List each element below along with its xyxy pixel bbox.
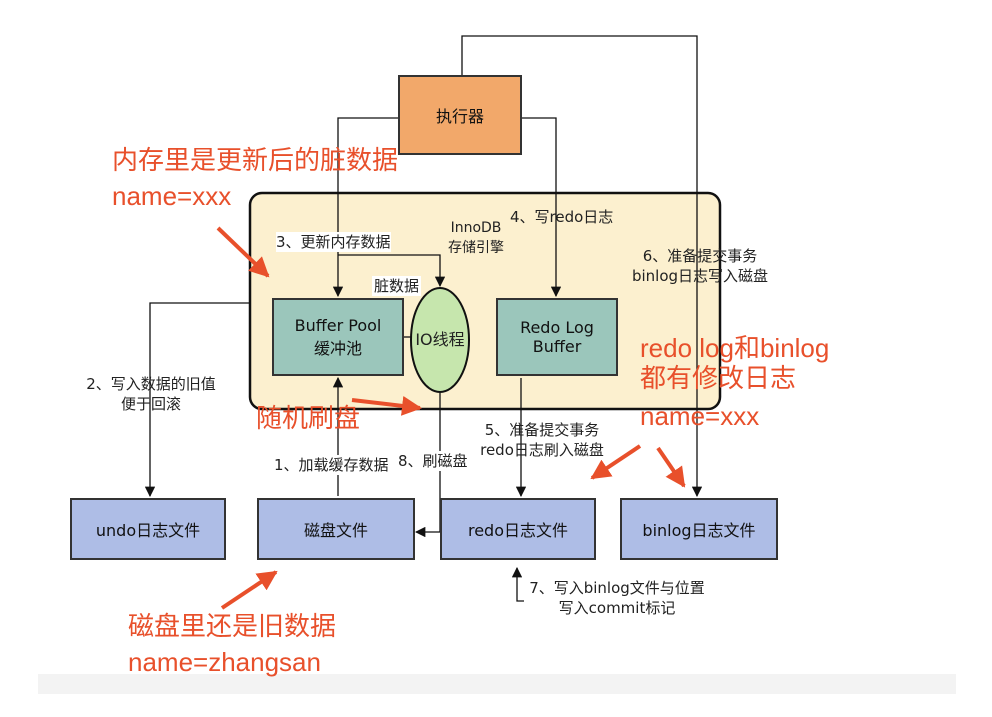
step2-line2: 便于回滚 bbox=[120, 395, 181, 413]
buffer-pool-box: Buffer Pool 缓冲池 bbox=[272, 298, 404, 376]
innodb-label-line1: InnoDB bbox=[450, 220, 502, 236]
undo-file-label: undo日志文件 bbox=[95, 521, 201, 540]
executor-box: 执行器 bbox=[398, 75, 522, 155]
step5-line1: 5、准备提交事务 bbox=[484, 421, 600, 439]
disk-file-label: 磁盘文件 bbox=[303, 521, 368, 540]
io-thread-circle bbox=[410, 287, 470, 393]
redo-log-buffer-sublabel: Buffer bbox=[532, 337, 582, 356]
red-arrow-binlog bbox=[656, 446, 686, 488]
executor-label: 执行器 bbox=[435, 107, 484, 126]
step5-line2: redo日志刷入磁盘 bbox=[480, 441, 604, 459]
red-arrow-memory bbox=[216, 226, 270, 278]
step3-label: 3、更新内存数据 bbox=[276, 232, 391, 252]
redo-binlog-line1: redo log和binlog bbox=[640, 333, 830, 363]
dirty-data-label: 脏数据 bbox=[372, 276, 422, 296]
memory-annotation-line2: name=xxx bbox=[112, 180, 232, 211]
innodb-label: InnoDB 存储引擎 bbox=[436, 218, 516, 258]
arrow-step4 bbox=[522, 117, 562, 298]
step6-label: 6、准备提交事务 binlog日志写入磁盘 bbox=[630, 246, 770, 286]
disk-annotation: 磁盘里还是旧数据 name=zhangsan bbox=[128, 611, 337, 678]
arrow-step2 bbox=[144, 302, 250, 498]
redo-binlog-line3: name=xxx bbox=[640, 400, 760, 431]
arrow-step7 bbox=[511, 566, 524, 602]
step6-line2: binlog日志写入磁盘 bbox=[631, 267, 769, 285]
step1-label: 1、加载缓存数据 bbox=[274, 455, 389, 475]
disk-file-box: 磁盘文件 bbox=[257, 498, 415, 560]
redo-binlog-annotation: redo log和binlog 都有修改日志 name=xxx bbox=[640, 333, 830, 432]
innodb-label-line2: 存储引擎 bbox=[448, 240, 504, 256]
step6-line1: 6、准备提交事务 bbox=[642, 247, 758, 265]
redo-binlog-line2: 都有修改日志 bbox=[640, 362, 797, 393]
memory-annotation-line1: 内存里是更新后的脏数据 bbox=[112, 145, 399, 175]
buffer-pool-sublabel: 缓冲池 bbox=[313, 338, 362, 358]
binlog-file-box: binlog日志文件 bbox=[620, 498, 778, 560]
binlog-file-label: binlog日志文件 bbox=[642, 521, 756, 540]
io-thread-label: IO线程 bbox=[415, 330, 465, 349]
memory-annotation: 内存里是更新后的脏数据 name=xxx bbox=[112, 145, 399, 212]
disk-annotation-line2: name=zhangsan bbox=[128, 646, 321, 677]
red-arrow-random-flush bbox=[351, 395, 422, 416]
red-arrow-disk bbox=[220, 570, 278, 610]
step8-label: 8、刷磁盘 bbox=[398, 451, 468, 471]
step7-line2: 写入commit标记 bbox=[558, 599, 676, 617]
buffer-pool-label: Buffer Pool bbox=[294, 315, 382, 335]
step2-line1: 2、写入数据的旧值 bbox=[86, 375, 216, 393]
step2-label: 2、写入数据的旧值 便于回滚 bbox=[70, 374, 232, 414]
redo-file-box: redo日志文件 bbox=[440, 498, 596, 560]
redo-log-buffer-box: Redo Log Buffer bbox=[496, 298, 618, 376]
step5-label: 5、准备提交事务 redo日志刷入磁盘 bbox=[470, 420, 614, 460]
arrow-dirty bbox=[338, 254, 446, 288]
arrow-step6 bbox=[461, 35, 703, 498]
step4-label: 4、写redo日志 bbox=[510, 208, 614, 226]
redo-file-label: redo日志文件 bbox=[467, 521, 569, 540]
redo-log-buffer-label: Redo Log bbox=[520, 318, 594, 337]
step7-line1: 7、写入binlog文件与位置 bbox=[529, 579, 705, 597]
step7-label: 7、写入binlog文件与位置 写入commit标记 bbox=[524, 578, 710, 618]
random-flush-annotation: 随机刷盘 bbox=[256, 403, 361, 433]
bottom-strip bbox=[38, 674, 956, 694]
red-arrow-redo bbox=[590, 444, 642, 480]
disk-annotation-line1: 磁盘里还是旧数据 bbox=[128, 611, 337, 641]
undo-file-box: undo日志文件 bbox=[70, 498, 226, 560]
